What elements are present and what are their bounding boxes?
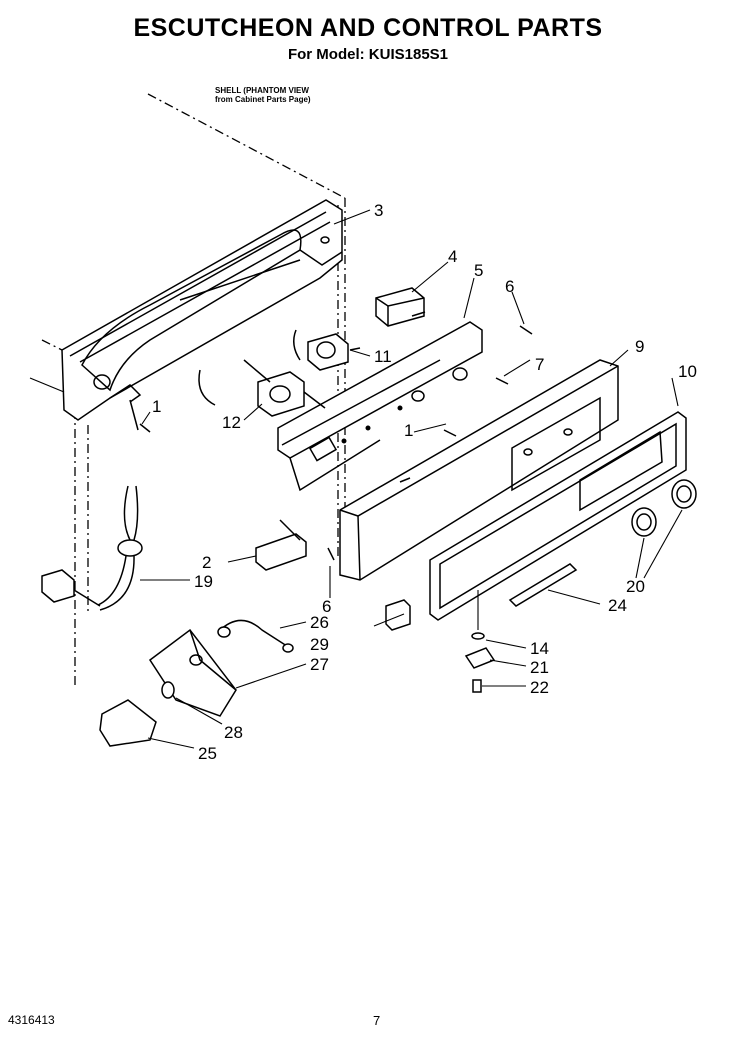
callout-1-left: 1: [152, 397, 161, 416]
callout-5: 5: [474, 261, 483, 280]
screws: [139, 325, 533, 561]
switch-part: [375, 287, 426, 327]
callout-6-top: 6: [505, 277, 514, 296]
callout-26: 26: [310, 613, 329, 632]
callout-2: 2: [202, 553, 211, 572]
panel-strip: [508, 563, 578, 607]
callout-28: 28: [224, 723, 243, 742]
callout-27: 27: [310, 655, 329, 674]
control-panel-frame: [29, 199, 343, 431]
callout-4: 4: [448, 247, 457, 266]
leader-lines: [140, 209, 683, 749]
callout-20: 20: [626, 577, 645, 596]
panel-frame: [429, 411, 687, 621]
callout-labels: 3 4 5 6 7 9 10 11 12 1 1 2 6 19 20 24 14…: [152, 201, 697, 763]
callout-10: 10: [678, 362, 697, 381]
callout-12: 12: [222, 413, 241, 432]
callout-29: 29: [310, 635, 329, 654]
escutcheon: [339, 359, 619, 581]
callout-1-center: 1: [404, 421, 413, 440]
timer-motor: [293, 329, 361, 371]
callout-7: 7: [535, 355, 544, 374]
callout-3: 3: [374, 201, 383, 220]
callout-24: 24: [608, 596, 627, 615]
holder-part: [255, 519, 307, 571]
callout-22: 22: [530, 678, 549, 697]
relay-part: [198, 359, 326, 417]
shell-phantom-note: SHELL (PHANTOM VIEW from Cabinet Parts P…: [215, 86, 311, 104]
shell-note-line2: from Cabinet Parts Page): [215, 95, 311, 104]
mounting-bracket: [277, 321, 483, 492]
callout-14: 14: [530, 639, 549, 658]
small-switch: [385, 599, 411, 631]
control-knobs: [631, 479, 697, 537]
lamp-bracket-assembly: [99, 619, 294, 747]
callout-6-bottom: 6: [322, 597, 331, 616]
callout-21: 21: [530, 658, 549, 677]
page-number: 7: [373, 1013, 381, 1028]
callout-19: 19: [194, 572, 213, 591]
page-title: ESCUTCHEON AND CONTROL PARTS: [133, 14, 603, 42]
callout-9: 9: [635, 337, 644, 356]
shell-note-line1: SHELL (PHANTOM VIEW: [215, 86, 309, 95]
wire-harness: [41, 485, 143, 611]
document-code: 4316413: [8, 1013, 55, 1027]
callout-11: 11: [374, 347, 392, 366]
model-subtitle: For Model: KUIS185S1: [287, 46, 449, 63]
clip-hardware: [464, 590, 496, 693]
callout-25: 25: [198, 744, 217, 763]
